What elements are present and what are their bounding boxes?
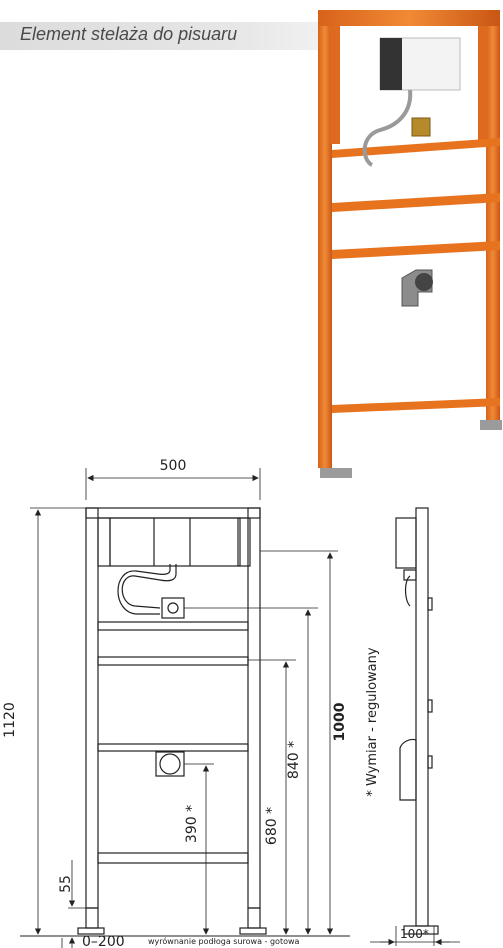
front-crossbar-1	[97, 621, 249, 631]
frame-inner-right	[478, 26, 488, 144]
side-outlet	[399, 738, 417, 801]
frame-inner-left	[330, 26, 340, 144]
dim-depth-label: 100*	[400, 927, 429, 941]
front-siphon	[121, 564, 177, 609]
frame-photo	[318, 10, 502, 478]
front-left-post	[85, 507, 99, 909]
dim-width-label: 500	[160, 458, 187, 474]
dim-1000-label: 1000	[332, 702, 348, 741]
front-crossbar-3	[97, 743, 249, 752]
frame-crossbar-2	[332, 193, 500, 212]
dim-1120-label: 1120	[2, 702, 18, 738]
frame-right-post	[486, 10, 500, 420]
dim-floor-range-label: 0–200	[82, 934, 125, 948]
foot-right	[480, 420, 502, 430]
page-title: Element stelaża do pisuaru	[20, 24, 238, 44]
water-valve	[411, 117, 431, 137]
control-box-bracket	[380, 38, 402, 90]
front-inlet	[161, 597, 185, 619]
dim-840-label: 840 *	[286, 741, 302, 779]
side-view	[395, 507, 439, 935]
front-view	[77, 507, 267, 935]
front-foot-left	[77, 927, 105, 935]
frame-top-bar	[318, 10, 500, 26]
frame-crossbar-1	[332, 138, 500, 158]
dim-390-label: 390 *	[184, 805, 200, 843]
frame-crossbar-bottom	[332, 398, 500, 413]
adjustable-note: * Wymiar - regulowany	[365, 647, 380, 796]
side-mount-box	[395, 517, 417, 569]
side-siphon	[404, 575, 411, 607]
side-foot	[403, 925, 439, 935]
front-crossbar-2	[97, 656, 249, 666]
flex-hose	[362, 89, 413, 167]
title-bar	[0, 22, 330, 50]
side-post	[415, 507, 429, 927]
front-mount-box	[109, 517, 241, 567]
foot-left	[320, 468, 352, 478]
front-crossbar-bottom	[97, 852, 249, 864]
dim-floor-note: wyrównanie podłoga surowa - gotowa	[148, 936, 300, 946]
dim-55-label: 55	[58, 875, 74, 893]
front-outlet	[159, 753, 181, 775]
frame-left-post	[318, 10, 332, 468]
frame-crossbar-3	[332, 241, 500, 259]
outlet-opening	[415, 273, 433, 291]
front-foot-right	[239, 927, 267, 935]
front-right-post	[247, 507, 261, 909]
dim-680-label: 680 *	[264, 807, 280, 845]
front-top-bar	[85, 507, 261, 519]
